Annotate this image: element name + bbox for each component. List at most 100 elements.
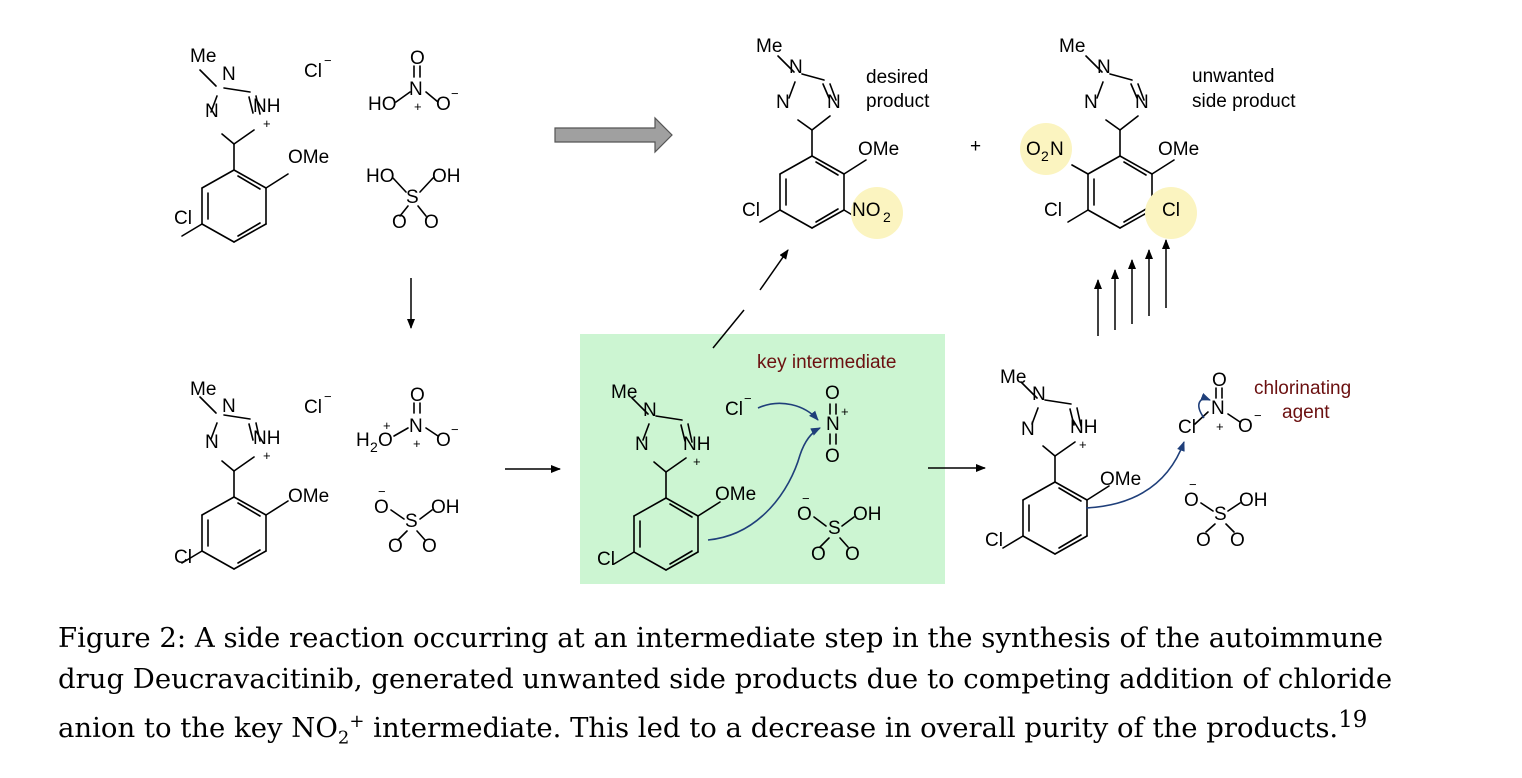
desired-product bbox=[759, 55, 867, 229]
svg-text:S: S bbox=[405, 511, 418, 532]
caption-line-3: anion to the key NO2+ intermediate. This… bbox=[58, 707, 1368, 749]
svg-text:−: − bbox=[451, 86, 459, 101]
svg-text:OH: OH bbox=[853, 504, 882, 525]
svg-text:O: O bbox=[825, 446, 840, 467]
svg-text:N: N bbox=[1211, 398, 1225, 419]
svg-text:O: O bbox=[1230, 530, 1245, 551]
n-label: N bbox=[222, 64, 236, 85]
svg-text:N: N bbox=[409, 79, 423, 100]
arene-attack-arrow bbox=[707, 427, 821, 541]
svg-text:2: 2 bbox=[1041, 148, 1049, 164]
chlorinating-label-2: agent bbox=[1282, 402, 1330, 423]
o2n-highlight bbox=[1020, 123, 1072, 175]
chloride-ion: Cl bbox=[725, 399, 743, 420]
hydrogen-sulfate: O − S OH O O bbox=[374, 484, 460, 557]
svg-text:Cl: Cl bbox=[1178, 417, 1196, 438]
svg-text:OH: OH bbox=[1239, 490, 1268, 511]
svg-text:O: O bbox=[797, 504, 812, 525]
svg-text:2: 2 bbox=[883, 209, 891, 225]
svg-text:OMe: OMe bbox=[288, 486, 329, 507]
svg-text:S: S bbox=[1214, 504, 1227, 525]
sulfuric-acid: HO S OH O O bbox=[366, 166, 461, 233]
plus-charge: + bbox=[263, 116, 271, 131]
nitric-acid: HO N + O O − bbox=[368, 48, 459, 115]
bottom-right-triazolium bbox=[1002, 381, 1110, 555]
cl-label: Cl bbox=[174, 208, 192, 229]
svg-text:O: O bbox=[436, 94, 451, 115]
cl-highlight bbox=[1145, 187, 1197, 239]
svg-text:O: O bbox=[422, 536, 437, 557]
svg-text:N: N bbox=[205, 432, 219, 453]
svg-text:N: N bbox=[635, 434, 649, 455]
svg-text:−: − bbox=[744, 391, 752, 406]
svg-text:N: N bbox=[222, 396, 236, 417]
svg-text:NH: NH bbox=[683, 434, 710, 455]
svg-text:−: − bbox=[451, 422, 459, 437]
svg-text:Me: Me bbox=[190, 379, 216, 400]
svg-text:O: O bbox=[410, 385, 425, 406]
svg-text:N: N bbox=[409, 416, 423, 437]
svg-text:Cl: Cl bbox=[174, 547, 192, 568]
svg-text:O: O bbox=[1212, 370, 1227, 391]
me-label: Me bbox=[190, 46, 216, 67]
svg-text:Cl: Cl bbox=[597, 549, 615, 570]
triazolium-intermediate bbox=[181, 396, 289, 570]
svg-text:O: O bbox=[388, 536, 403, 557]
desired-label-2: product bbox=[866, 91, 930, 112]
svg-text:2: 2 bbox=[370, 439, 378, 455]
svg-text:−: − bbox=[1254, 408, 1262, 423]
key-intermediate-box bbox=[580, 334, 945, 584]
svg-text:O: O bbox=[424, 212, 439, 233]
nitronium-ion: O N + O bbox=[825, 383, 849, 467]
nitration-arrow bbox=[712, 309, 745, 349]
caption-line-1: Figure 2: A side reaction occurring at a… bbox=[58, 622, 1384, 654]
svg-text:+: + bbox=[841, 404, 849, 419]
svg-text:Me: Me bbox=[1000, 367, 1026, 388]
key-intermediate-label: key intermediate bbox=[757, 352, 896, 373]
svg-text:N: N bbox=[1097, 57, 1111, 78]
svg-text:+: + bbox=[263, 448, 271, 463]
svg-text:N: N bbox=[776, 92, 790, 113]
plus-sign: + bbox=[970, 136, 981, 157]
svg-text:O: O bbox=[1196, 530, 1211, 551]
svg-text:O: O bbox=[378, 430, 393, 451]
svg-text:−: − bbox=[324, 389, 332, 404]
svg-text:Cl: Cl bbox=[1044, 200, 1062, 221]
svg-text:OMe: OMe bbox=[1158, 139, 1199, 160]
svg-text:N: N bbox=[1032, 384, 1046, 405]
nh-label: NH bbox=[253, 96, 280, 117]
side-cl: Cl bbox=[1162, 200, 1180, 221]
nitryl-chloride: Cl N + O O − bbox=[1178, 370, 1262, 438]
svg-text:−: − bbox=[802, 491, 810, 506]
svg-text:NH: NH bbox=[1070, 417, 1097, 438]
svg-text:S: S bbox=[406, 187, 419, 208]
svg-text:N: N bbox=[1050, 139, 1064, 160]
svg-text:O: O bbox=[436, 430, 451, 451]
svg-text:OMe: OMe bbox=[858, 139, 899, 160]
unwanted-label-1: unwanted bbox=[1192, 66, 1274, 87]
svg-text:N: N bbox=[827, 92, 841, 113]
caption-line-2: drug Deucravacitinib, generated unwanted… bbox=[58, 663, 1393, 695]
no2-group: NO bbox=[852, 200, 881, 221]
svg-text:OMe: OMe bbox=[715, 484, 756, 505]
chloride-attack-arrow bbox=[757, 402, 819, 421]
figure-caption: Figure 2: A side reaction occurring at a… bbox=[58, 618, 1478, 759]
reaction-scheme: key intermediate Me N N NH + OMe Cl Cl −… bbox=[174, 36, 1351, 584]
svg-text:Me: Me bbox=[1059, 36, 1085, 57]
ome-label: OMe bbox=[288, 147, 329, 168]
svg-text:+: + bbox=[413, 436, 421, 451]
svg-text:N: N bbox=[1084, 92, 1098, 113]
svg-text:H: H bbox=[356, 430, 370, 451]
hydrogen-sulfate-3: O − S OH O O bbox=[1184, 477, 1268, 551]
svg-text:N: N bbox=[1021, 419, 1035, 440]
svg-text:N: N bbox=[1135, 92, 1149, 113]
svg-text:O: O bbox=[811, 544, 826, 565]
citation-ref: 19 bbox=[1338, 707, 1368, 733]
svg-text:OH: OH bbox=[431, 497, 460, 518]
svg-text:N: N bbox=[789, 57, 803, 78]
svg-text:Cl: Cl bbox=[985, 530, 1003, 551]
hydrogen-sulfate-2: O − S OH O O bbox=[797, 491, 882, 565]
svg-text:O: O bbox=[845, 544, 860, 565]
protonated-nitric-acid: H 2 O + N + O O − bbox=[356, 385, 459, 455]
svg-text:N: N bbox=[826, 414, 840, 435]
